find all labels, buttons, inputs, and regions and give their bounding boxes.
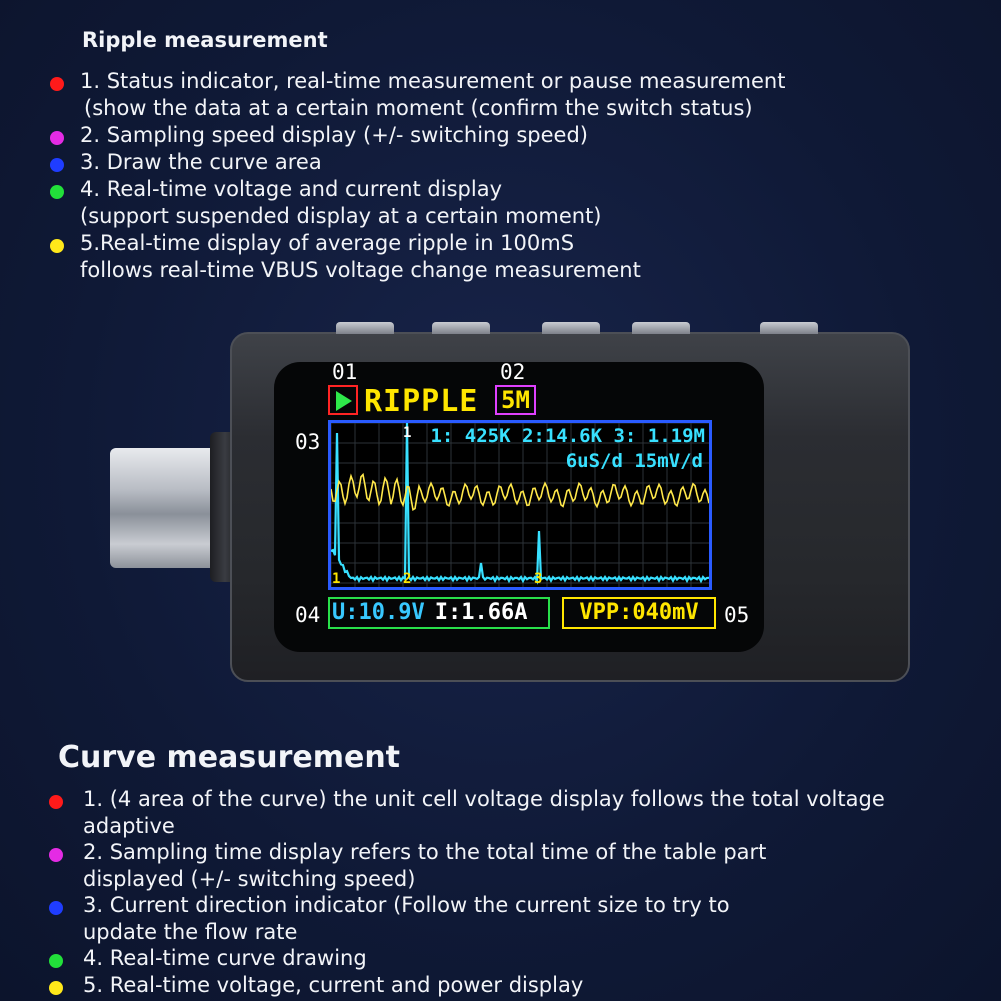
mode-title: RIPPLE: [364, 384, 479, 419]
waveform-plot: 1: 425K 2:14.6K 3: 1.19M 6uS/d 15mV/d 1 …: [328, 420, 712, 590]
plot-grid: [331, 423, 709, 587]
curve-heading: Curve measurement: [58, 740, 401, 775]
ripple-trace: [331, 472, 709, 511]
list-item: 4. Real-time voltage and current display…: [50, 176, 785, 230]
list-item: 2. Sampling speed display (+/- switching…: [50, 122, 785, 149]
spectrum-trace: [331, 423, 709, 585]
magenta-bullet-icon: [50, 131, 64, 145]
yellow-bullet-icon: [49, 980, 63, 995]
device-button[interactable]: [760, 322, 818, 334]
current-readout: I:1.66A: [434, 600, 528, 625]
list-item: 5. Real-time voltage, current and power …: [49, 972, 885, 999]
peak-marker: 1: [332, 571, 341, 587]
callout-label-02: 02: [500, 360, 526, 384]
callout-label-05: 05: [724, 603, 750, 627]
green-bullet-icon: [50, 185, 64, 199]
device-button[interactable]: [336, 322, 394, 334]
peak-marker: 3: [534, 571, 543, 587]
blue-bullet-icon: [50, 158, 64, 172]
frequency-readout: 1: 425K 2:14.6K 3: 1.19M: [430, 425, 705, 447]
red-bullet-icon: [50, 77, 64, 91]
list-item: 1. (4 area of the curve) the unit cell v…: [49, 786, 885, 839]
device-button[interactable]: [542, 322, 600, 334]
yellow-bullet-icon: [50, 239, 64, 253]
sampling-speed-badge: 5M: [495, 385, 536, 415]
scale-readout: 6uS/d 15mV/d: [565, 450, 703, 472]
vpp-readout: VPP:040mV: [562, 597, 716, 629]
list-item: 3. Current direction indicator (Follow t…: [49, 892, 885, 945]
list-item: 1. Status indicator, real-time measureme…: [50, 68, 785, 122]
status-indicator: [328, 385, 358, 415]
device-button[interactable]: [632, 322, 690, 334]
callout-label-04: 04: [295, 603, 321, 627]
voltage-readout: U:10.9V: [332, 600, 425, 625]
callout-label-03: 03: [295, 430, 321, 454]
red-bullet-icon: [49, 795, 63, 809]
ripple-heading: Ripple measurement: [82, 28, 328, 52]
waveform-svg: [331, 423, 709, 587]
green-bullet-icon: [49, 954, 63, 968]
magenta-bullet-icon: [49, 848, 63, 862]
list-item: 2. Sampling time display refers to the t…: [49, 839, 885, 892]
callout-label-01: 01: [332, 360, 358, 384]
blue-bullet-icon: [49, 901, 63, 915]
curve-feature-list: 1. (4 area of the curve) the unit cell v…: [49, 786, 885, 999]
list-item: 5.Real-time display of average ripple in…: [50, 230, 785, 284]
list-item: 3. Draw the curve area: [50, 149, 785, 176]
list-item: 4. Real-time curve drawing: [49, 945, 885, 972]
ripple-feature-list: 1. Status indicator, real-time measureme…: [50, 68, 785, 284]
peak-marker: 1: [403, 425, 412, 441]
device-button[interactable]: [432, 322, 490, 334]
usb-tester-device: 01 02 03 04 05 RIPPLE 5M 1: 425K 2:14.6K…: [110, 322, 910, 687]
play-icon: [336, 391, 352, 411]
voltage-current-display: U:10.9V I:1.66A: [328, 597, 550, 629]
peak-marker: 2: [403, 571, 412, 587]
